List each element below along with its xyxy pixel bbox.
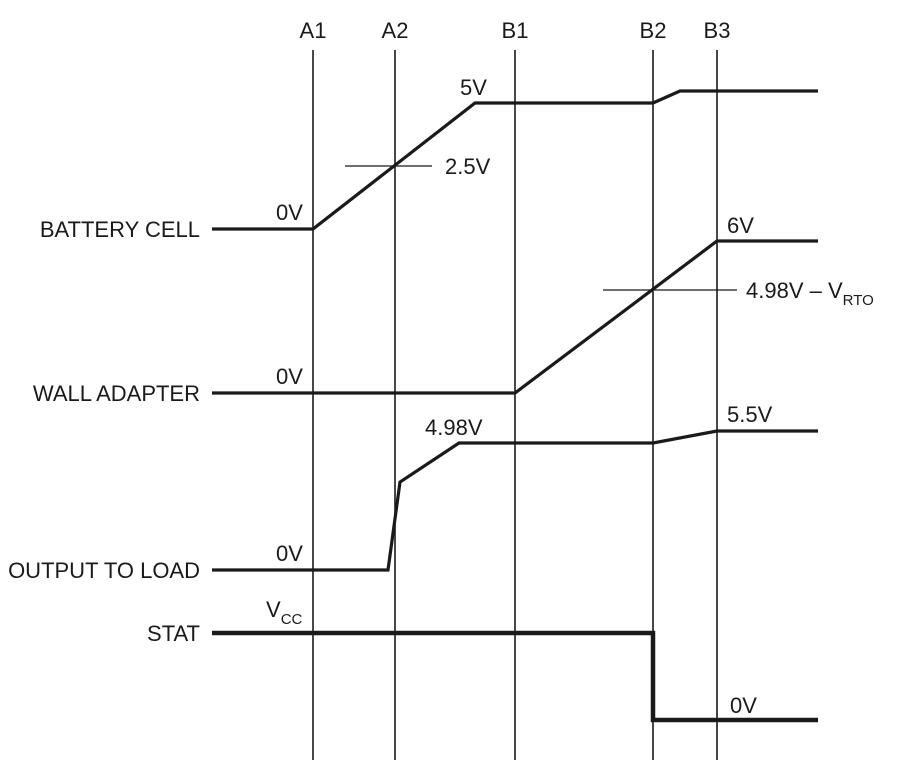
battery-start-value: 0V (276, 200, 303, 225)
battery-cell-signal: BATTERY CELL 0V 5V 2.5V (40, 75, 818, 242)
marker-label-b2: B2 (640, 18, 667, 43)
marker-label-b1: B1 (502, 18, 529, 43)
battery-cell-label: BATTERY CELL (40, 217, 200, 242)
battery-high-value: 5V (460, 75, 487, 100)
time-markers: A1 A2 B1 B2 B3 (300, 18, 731, 760)
output-start-value: 0V (276, 541, 303, 566)
wall-adapter-label: WALL ADAPTER (33, 381, 200, 406)
output-to-load-signal: OUTPUT TO LOAD 0V 4.98V 5.5V (8, 402, 818, 583)
battery-cell-trace (212, 89, 818, 231)
output-high-value: 5.5V (727, 402, 773, 427)
marker-label-a2: A2 (382, 18, 409, 43)
battery-mid-value: 2.5V (445, 154, 491, 179)
wall-mid-value: 4.98V – VRTO (746, 278, 874, 309)
stat-trace (212, 630, 818, 723)
output-mid-value: 4.98V (425, 415, 483, 440)
stat-start-value-sub: CC (281, 611, 303, 628)
wall-adapter-trace (212, 239, 818, 395)
wall-mid-value-main: 4.98V – V (746, 278, 843, 303)
marker-label-b3: B3 (704, 18, 731, 43)
wall-adapter-signal: WALL ADAPTER 0V 6V 4.98V – VRTO (33, 213, 874, 406)
stat-start-value: VCC (266, 597, 303, 628)
wall-high-value: 6V (727, 213, 754, 238)
stat-end-value: 0V (730, 693, 757, 718)
output-to-load-label: OUTPUT TO LOAD (8, 558, 200, 583)
output-to-load-trace (212, 429, 818, 572)
wall-start-value: 0V (276, 364, 303, 389)
stat-signal: STAT VCC 0V (147, 597, 818, 723)
marker-label-a1: A1 (300, 18, 327, 43)
wall-mid-value-sub: RTO (843, 292, 874, 309)
stat-start-value-main: V (266, 597, 281, 622)
stat-label: STAT (147, 621, 200, 646)
